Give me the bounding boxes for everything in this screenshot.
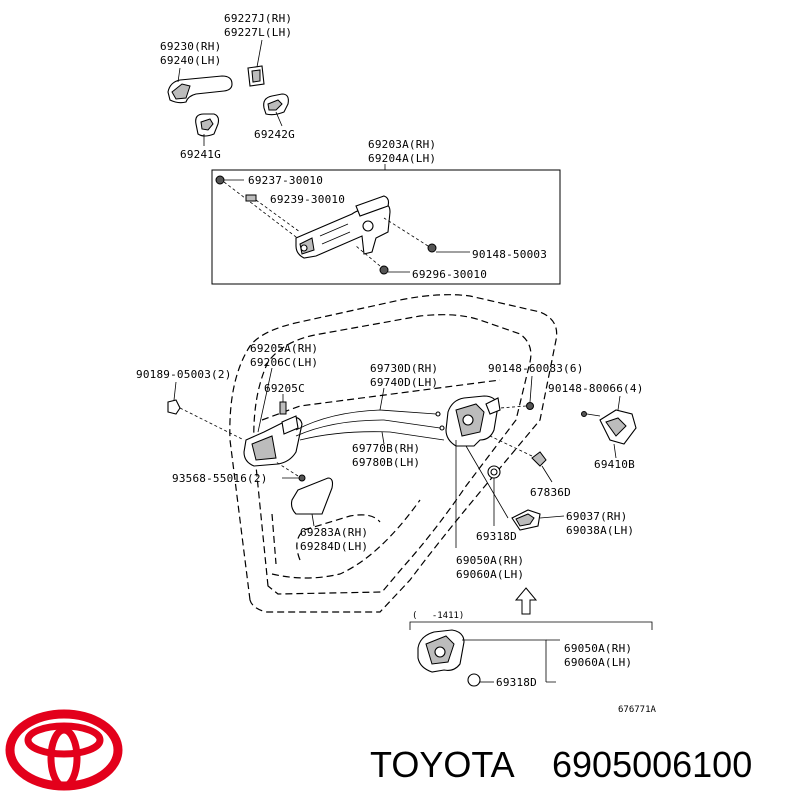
inside-handle-group (167, 367, 306, 482)
label-69227j: 69227J(RH) (224, 12, 292, 25)
label-69242g: 69242G (254, 128, 295, 141)
frame-box (211, 169, 561, 285)
label-69318d: 69318D (476, 530, 517, 543)
label-90148-50003: 90148-50003 (472, 248, 547, 261)
range-label: ( -1411) (412, 611, 464, 621)
label-69318d-variant: 69318D (496, 676, 537, 689)
screw-93568 (298, 474, 306, 482)
outside-handle-group (167, 39, 289, 146)
label-69206c: 69206C(LH) (250, 356, 318, 369)
bolt-90148-60083 (526, 402, 534, 410)
brand-name: TOYOTA (370, 744, 515, 785)
label-90189: 90189-05003(2) (136, 368, 232, 381)
pad-69239 (245, 194, 257, 202)
arrow-up-icon (514, 587, 538, 615)
door-outline (229, 294, 558, 613)
label-69050a-variant: 69050A(RH) (564, 642, 632, 655)
label-69205a: 69205A(RH) (250, 342, 318, 355)
label-67836d: 67836D (530, 486, 571, 499)
handle-cover (290, 477, 334, 515)
lock-assembly (445, 375, 553, 548)
label-69410b: 69410B (594, 458, 635, 471)
clip-69205c (279, 401, 287, 415)
label-69230: 69230(RH) (160, 40, 221, 53)
label-69060a: 69060A(LH) (456, 568, 524, 581)
illustration-code: 676771A (618, 705, 657, 715)
label-69770b: 69770B(RH) (352, 442, 420, 455)
range-bracket (409, 621, 653, 630)
ring-69318-variant (467, 673, 481, 687)
grommet-90189 (167, 399, 181, 415)
label-69038a: 69038A(LH) (566, 524, 634, 537)
lock-assembly-variant (417, 629, 560, 687)
label-69284d: 69284D(LH) (300, 540, 368, 553)
label-69060a-variant: 69060A(LH) (564, 656, 632, 669)
label-69740d: 69740D(LH) (370, 376, 438, 389)
label-69204a: 69204A(LH) (368, 152, 436, 165)
label-69227l: 69227L(LH) (224, 26, 292, 39)
label-69240: 69240(LH) (160, 54, 221, 67)
striker-group (581, 395, 637, 459)
cover-group (290, 477, 334, 527)
label-69237: 69237-30010 (248, 174, 323, 187)
label-69203a: 69203A(RH) (368, 138, 436, 151)
label-69037: 69037(RH) (566, 510, 627, 523)
label-69283a: 69283A(RH) (300, 526, 368, 539)
clip-67836 (531, 451, 547, 467)
bolt-90148-80066 (581, 411, 587, 417)
label-90148-80066: 90148-80066(4) (548, 382, 644, 395)
label-69296: 69296-30010 (412, 268, 487, 281)
label-69050a: 69050A(RH) (456, 554, 524, 567)
label-69241g: 69241G (180, 148, 221, 161)
label-93568: 93568-55016(2) (172, 472, 268, 485)
handle-frame-assembly (215, 175, 470, 275)
label-90148-60083: 90148-60083(6) (488, 362, 584, 375)
label-69205c: 69205C (264, 382, 305, 395)
part-number: 6905006100 (552, 744, 752, 785)
brand-footer: TOYOTA 6905006100 (370, 744, 752, 785)
label-69780b: 69780B(LH) (352, 456, 420, 469)
label-69239: 69239-30010 (270, 193, 345, 206)
cable-group (295, 387, 445, 445)
bolt-90148-50003 (427, 243, 437, 253)
screw-69237 (215, 175, 225, 185)
label-69730d: 69730D(RH) (370, 362, 438, 375)
toyota-logo (5, 709, 123, 791)
knob-group (511, 509, 565, 531)
bolt-69296 (379, 265, 389, 275)
